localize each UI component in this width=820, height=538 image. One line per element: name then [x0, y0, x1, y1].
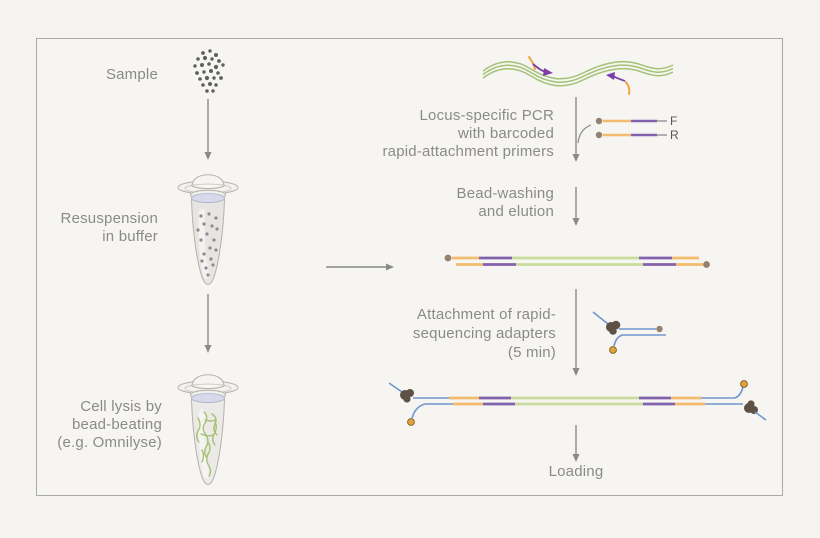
reverse-primer: R — [595, 128, 679, 142]
arrow-down-icon — [204, 99, 212, 160]
lysis-label: Cell lysis by bead-beating (e.g. Omnilys… — [57, 398, 162, 451]
arrow-down-icon — [572, 97, 580, 162]
annealing-primer-reverse — [606, 72, 631, 95]
arrow-down-icon — [204, 294, 212, 353]
loading-label: Loading — [548, 463, 604, 480]
diagram-panel: Sample — [36, 38, 783, 496]
arrow-down-icon — [572, 289, 580, 376]
microcentrifuge-tube-lysate-icon — [177, 374, 239, 486]
microcentrifuge-tube-cells-icon — [177, 174, 239, 286]
sequencing-adapter-icon — [592, 311, 666, 354]
forward-primer: F — [595, 114, 677, 128]
adapter-attachment-label: Attachment of rapid- sequencing adapters… — [412, 306, 556, 361]
reverse-primer-label: R — [670, 128, 679, 142]
arrow-down-icon — [572, 187, 580, 226]
forward-primer-label: F — [670, 114, 677, 128]
motor-protein-blob-left — [400, 389, 414, 403]
sample-label: Sample — [105, 66, 158, 83]
primer-connector-curve — [577, 124, 592, 144]
cells-in-buffer-dots — [196, 212, 219, 277]
annealing-primer-forward — [528, 56, 553, 76]
arrow-down-icon — [572, 425, 580, 462]
primer-pair-icon: F R — [595, 114, 679, 142]
barcoded-amplicon-icon — [444, 254, 710, 268]
resuspension-label: Resuspension in buffer — [60, 210, 158, 245]
released-dna-strands — [196, 411, 218, 477]
cell-cluster-icon — [193, 49, 225, 93]
wavy-dna-icon — [482, 56, 674, 95]
wash-label: Bead-washing and elution — [456, 185, 554, 220]
motor-protein-blob — [606, 320, 621, 335]
pcr-label: Locus-specific PCR with barcoded rapid-a… — [382, 107, 554, 160]
adapted-library-icon — [388, 380, 767, 426]
arrow-right-icon — [326, 263, 394, 271]
